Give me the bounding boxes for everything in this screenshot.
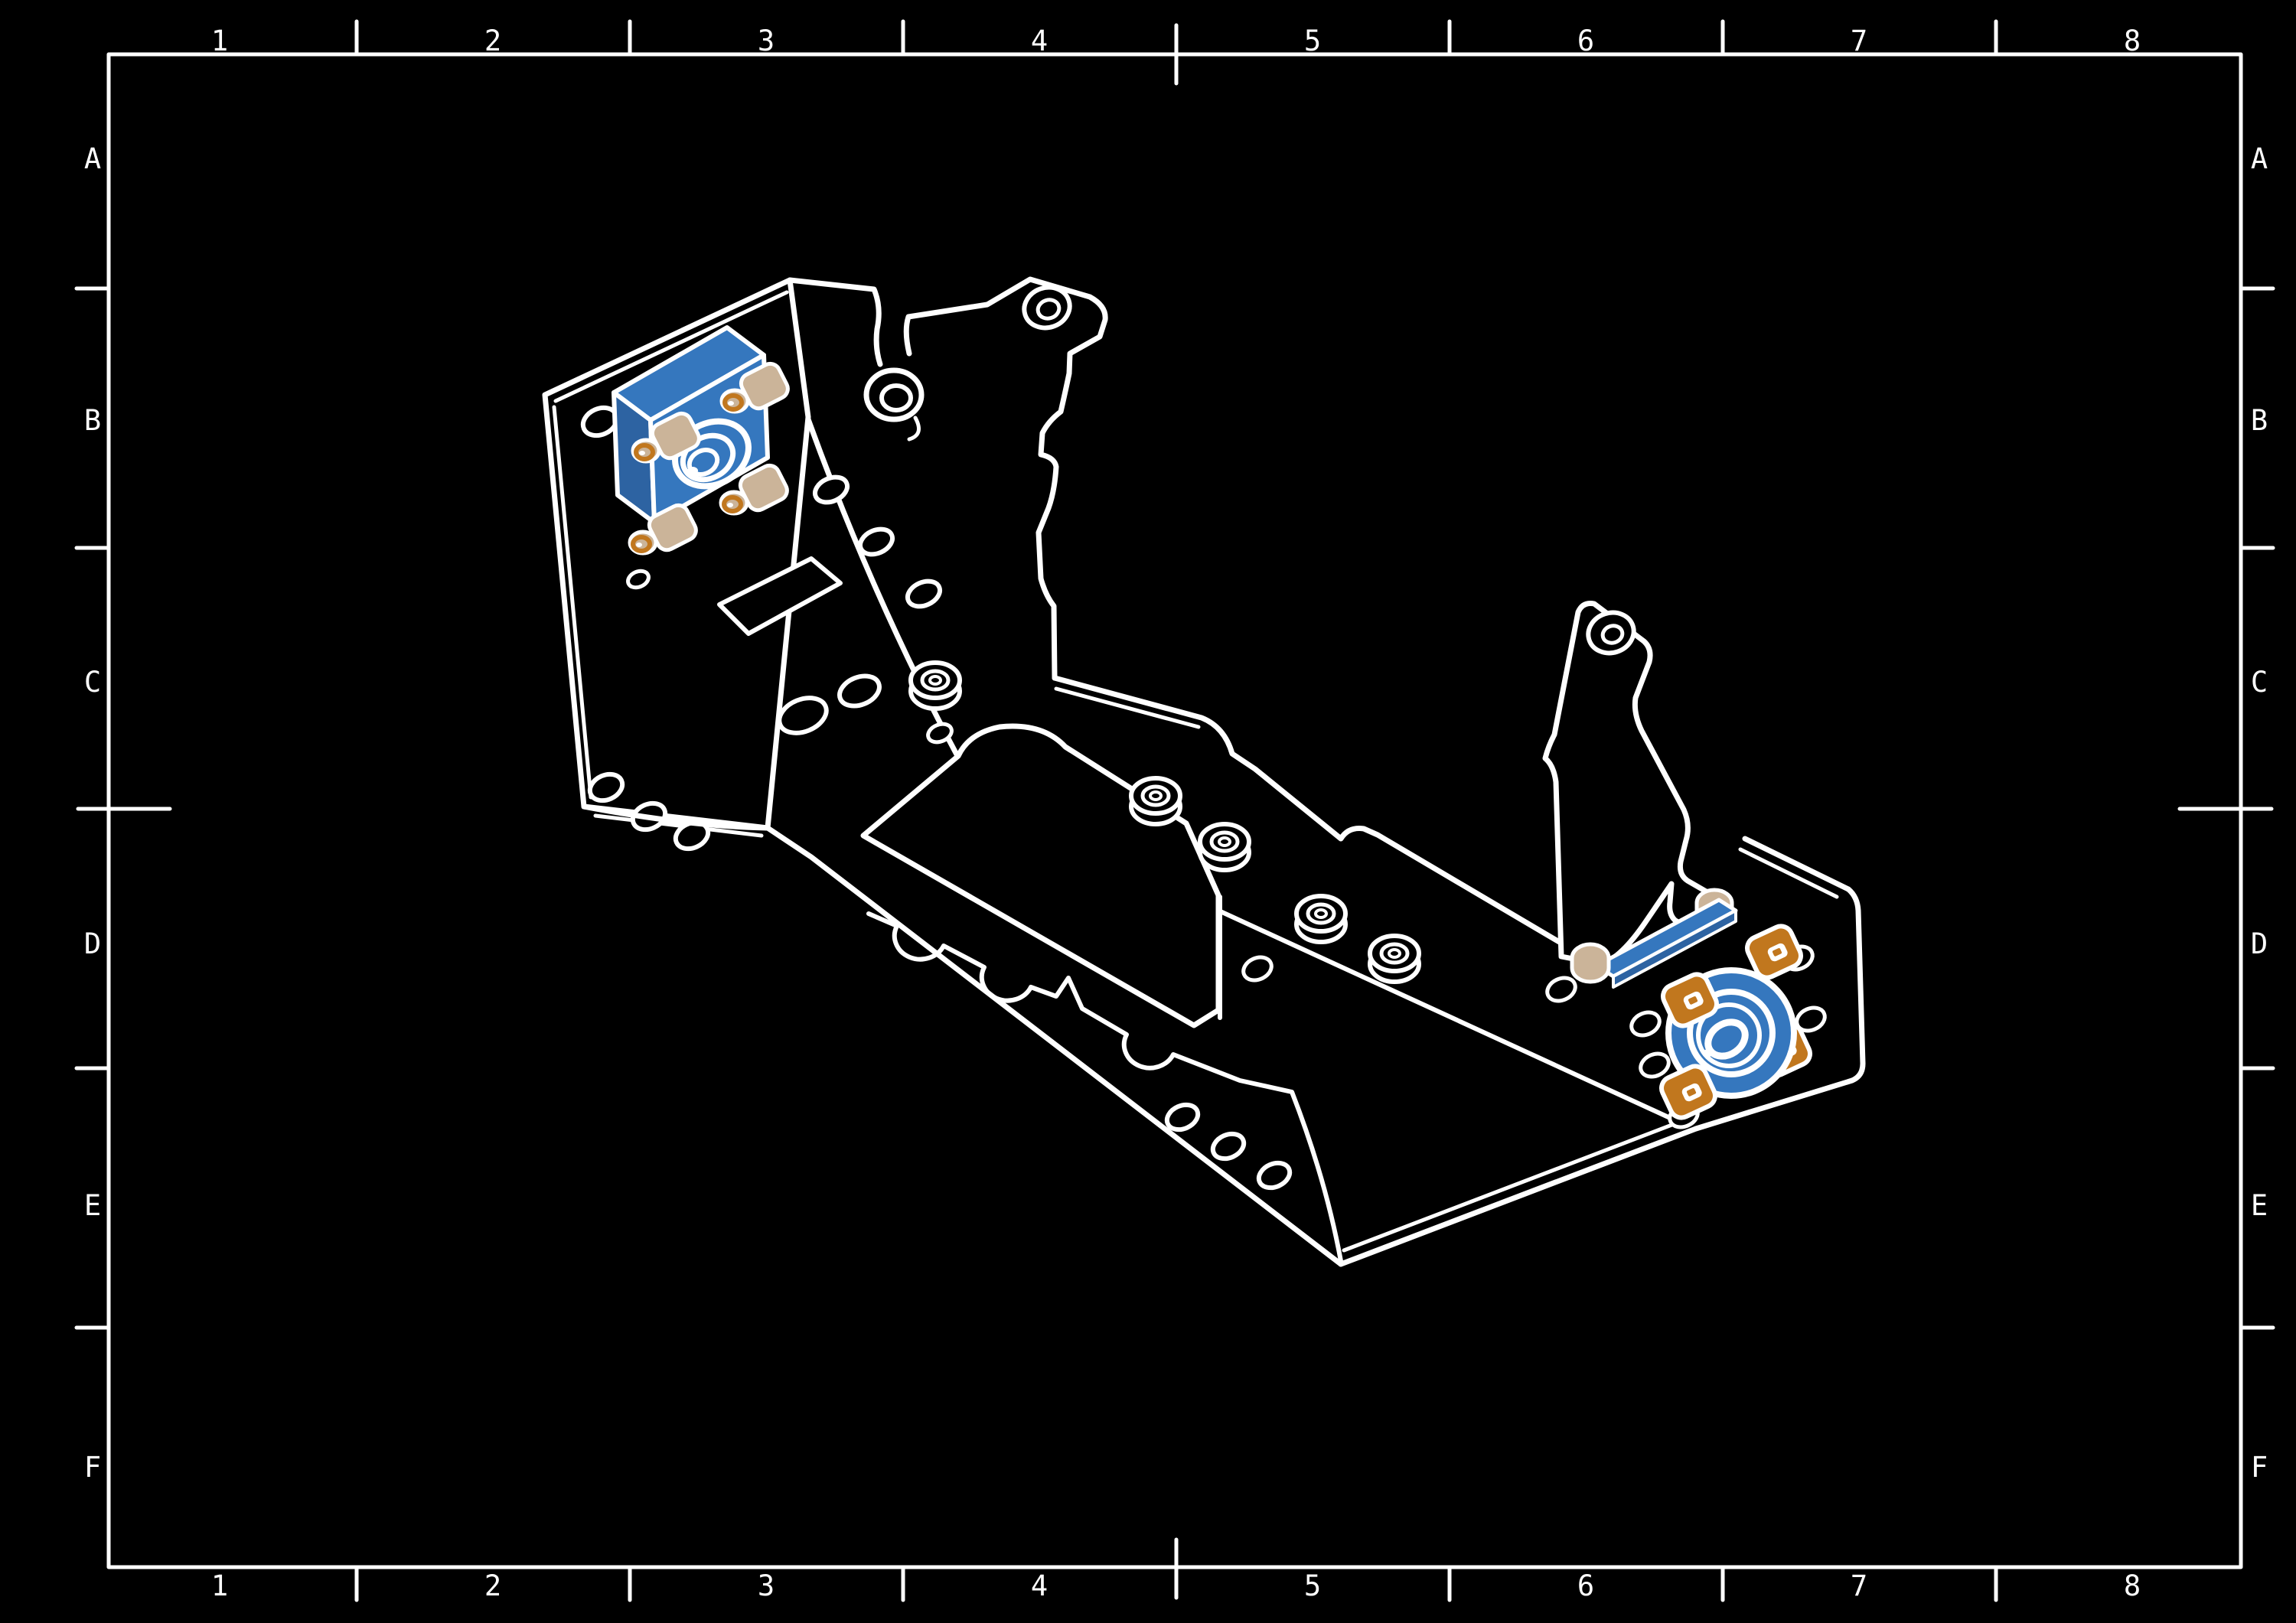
hole [587, 771, 625, 803]
back-plate-inner-edge-bottom [593, 813, 764, 838]
zone-label-top-2: 2 [484, 24, 501, 57]
standoff-puck [1296, 896, 1345, 942]
mount-rail [1570, 888, 1738, 989]
hole [1545, 976, 1577, 1003]
left-zone-ticks [74, 286, 172, 1330]
standoff-puck [1131, 778, 1180, 824]
right-bracket-outline [1542, 601, 1717, 967]
ramp-fold-edge [805, 416, 960, 758]
zone-frame: 1 2 3 4 5 6 7 8 1 2 3 4 5 6 7 8 A B C D … [74, 19, 2275, 1602]
zone-label-left-D: D [84, 927, 101, 960]
zone-label-top-3: 3 [758, 24, 775, 57]
zone-label-bottom-3: 3 [758, 1569, 775, 1602]
rail-standoff-left [1570, 942, 1611, 984]
hole [837, 673, 882, 709]
rail-side-face [1612, 909, 1737, 989]
zone-label-bottom-7: 7 [1851, 1569, 1867, 1602]
right-zone-ticks [2177, 286, 2275, 1330]
hole [926, 722, 954, 745]
front-wall-notched-rim [866, 911, 1343, 1263]
front-left-wall [581, 803, 1699, 1267]
zone-label-top-6: 6 [1577, 24, 1594, 57]
zone-label-right-D: D [2251, 927, 2268, 960]
zone-label-top-8: 8 [2124, 24, 2141, 57]
hole [857, 526, 895, 557]
bearing-glint [1703, 1049, 1714, 1057]
ramp-gusset [717, 416, 960, 758]
hole [1241, 955, 1274, 983]
chassis-drawing [542, 276, 1866, 1267]
zone-label-left-C: C [84, 666, 101, 699]
zone-label-bottom-6: 6 [1577, 1569, 1594, 1602]
hole [626, 569, 651, 590]
zone-label-left-E: E [84, 1189, 101, 1222]
zone-label-top-1: 1 [211, 24, 228, 57]
top-zone-labels: 1 2 3 4 5 6 7 8 [211, 24, 2141, 57]
zone-label-bottom-5: 5 [1304, 1569, 1321, 1602]
hole [1256, 1160, 1293, 1191]
right-zone-labels: A B C D E F [2251, 142, 2268, 1484]
bracket-hole-inner [1600, 624, 1625, 645]
left-zone-labels: A B C D E F [84, 142, 101, 1484]
zone-label-bottom-2: 2 [484, 1569, 501, 1602]
right-bracket [1542, 601, 1717, 967]
floor-cutout [860, 723, 1221, 1028]
zone-label-left-B: B [84, 404, 101, 437]
panel-top-edge-inner [1738, 847, 1839, 899]
hole [1629, 1010, 1662, 1038]
zone-label-right-B: B [2251, 404, 2268, 437]
zone-label-top-7: 7 [1851, 24, 1867, 57]
grommet-tail [907, 416, 921, 442]
round-flange-bearing [1658, 923, 1814, 1122]
floor [777, 663, 1419, 1028]
front-wall-bottom-silhouette [581, 803, 1344, 1267]
zone-label-right-C: C [2251, 666, 2268, 699]
hole [1210, 1131, 1247, 1162]
zone-label-left-A: A [84, 142, 101, 175]
hole [777, 696, 829, 735]
zone-label-right-F: F [2251, 1451, 2268, 1484]
hole [812, 474, 850, 505]
square-bearing-block [612, 325, 791, 553]
hole [1639, 1051, 1671, 1079]
panel-top-edge [1742, 836, 1851, 892]
top-zone-ticks [354, 19, 1998, 86]
zone-label-bottom-1: 1 [211, 1569, 228, 1602]
bottom-zone-ticks [354, 1537, 1998, 1602]
zone-label-bottom-4: 4 [1031, 1569, 1048, 1602]
panel-right-bottom-edge [1693, 886, 1866, 1132]
zone-label-top-4: 4 [1031, 24, 1048, 57]
zone-label-right-A: A [2251, 142, 2268, 175]
standoff-puck [911, 663, 960, 709]
zone-label-bottom-8: 8 [2124, 1569, 2141, 1602]
ramp-slot [717, 556, 843, 636]
back-plate-inner-edge-top [553, 290, 789, 403]
arm-left-edge [787, 277, 883, 367]
hole [1164, 1102, 1201, 1133]
bearing-ring-2 [1696, 1002, 1762, 1068]
back-plate-inner-edge-left [552, 405, 593, 800]
zone-label-top-5: 5 [1304, 24, 1321, 57]
zone-label-left-F: F [84, 1451, 101, 1484]
zone-label-right-E: E [2251, 1189, 2268, 1222]
bottom-front-edge [1338, 1126, 1699, 1267]
bottom-front-edge-inner [1342, 1116, 1692, 1253]
bottom-zone-labels: 1 2 3 4 5 6 7 8 [211, 1569, 2141, 1602]
standoff-puck [1200, 824, 1249, 870]
arm-wing-hook-edge [903, 276, 1108, 681]
top-bracket-arm [787, 276, 1108, 681]
grommet-ring-inner [879, 383, 913, 412]
standoff-puck [1370, 936, 1419, 982]
hole [905, 578, 943, 609]
right-wall-rim-inner [1054, 686, 1201, 729]
wing-hole-inner [1035, 298, 1062, 321]
bearing-ring-1 [1687, 989, 1776, 1077]
